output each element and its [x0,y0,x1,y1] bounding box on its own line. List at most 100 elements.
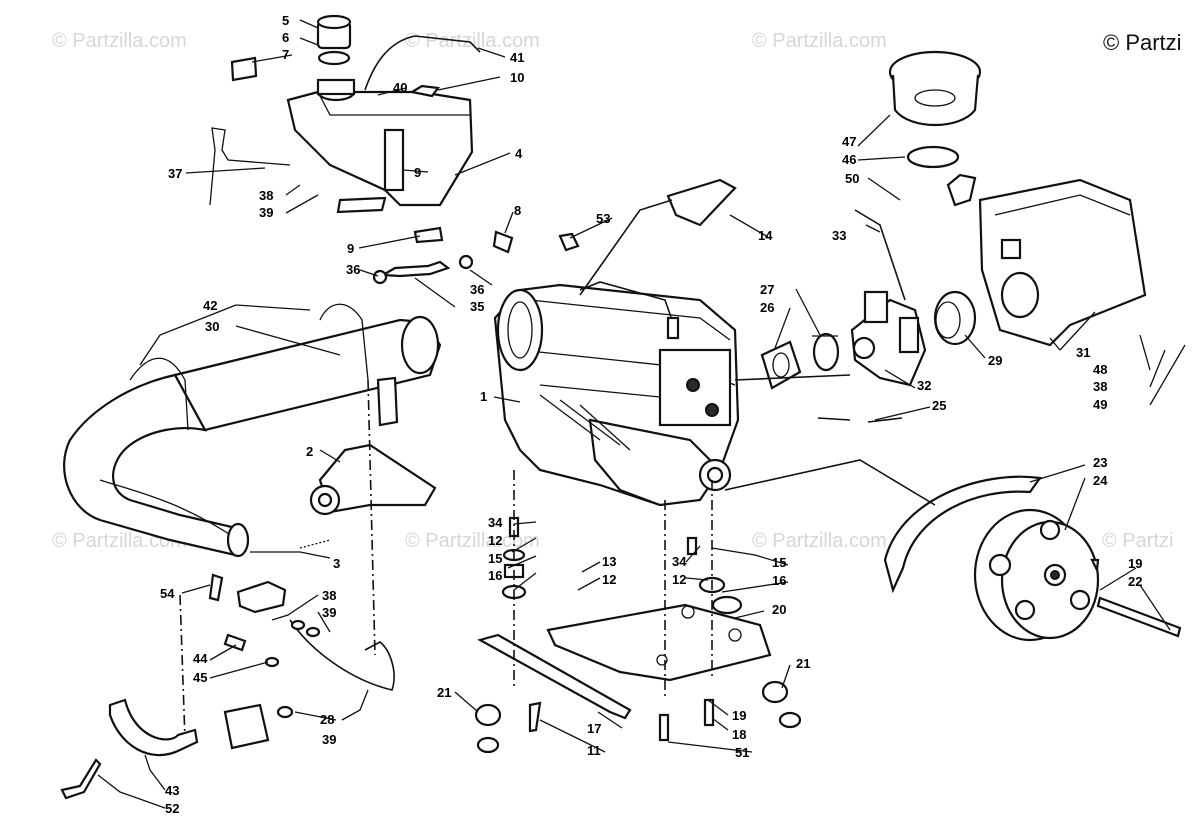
muffler-mount-bracket [108,698,199,757]
carb-link-line [734,374,851,381]
air-bleed-tube [666,178,737,227]
muffler-cable [179,594,186,741]
callout-number: 12 [488,533,502,548]
bolt [60,758,102,800]
bolt [208,573,224,602]
callout-number: 12 [672,572,686,587]
air-filter-top [888,50,982,127]
callout-number: 33 [832,228,846,243]
filter-gasket [906,145,960,169]
hose-clip [408,84,441,98]
callout-number: 36 [470,282,484,297]
airbox-boot [933,290,977,346]
callout-number: 48 [1093,362,1107,377]
watermark: © Partzilla.com [752,530,887,552]
vent-hose [364,35,481,91]
callout-number: 41 [510,50,524,65]
callout-number: 16 [772,573,786,588]
callout-number: 24 [1093,473,1108,488]
tank-decal [230,56,258,82]
washer [305,626,321,638]
exhaust-pipe [63,373,250,558]
callout-number: 34 [672,554,687,569]
callout-number: 35 [470,299,484,314]
watermark: © Partzilla.com [405,30,540,52]
callout-number: 54 [160,586,175,601]
watermark: © Partzilla.com [52,30,187,52]
callout-number: 20 [772,602,786,617]
callout-number: 12 [602,572,616,587]
drive-belt [883,475,1042,594]
bolt [1090,558,1100,574]
callout-number: 39 [322,605,336,620]
rubber-mount [474,703,502,754]
callout-number: 19 [732,708,746,723]
callout-number: 14 [758,228,773,243]
callout-number: 18 [732,727,746,742]
callout-labels: 1 2 3 4 5 6 7 8 9 9 10 11 12 12 12 13 14… [160,13,1142,816]
callout-number: 50 [845,171,859,186]
callout-number: 9 [347,241,354,256]
exhaust-strap [289,619,395,691]
callout-number: 26 [760,300,774,315]
callout-number: 36 [346,262,360,277]
fuel-tube [817,417,903,423]
rubber-mount [761,680,802,729]
muffler-hanger-spring [319,303,369,381]
callout-number: 3 [333,556,340,571]
hose-clip [558,232,580,252]
callout-number: 21 [796,656,810,671]
callout-number: 46 [842,152,856,167]
engine-mount-plate [546,603,772,682]
callout-number: 30 [205,319,219,334]
callout-number: 5 [282,13,289,28]
callout-number: 8 [514,203,521,218]
tank-support-rod [209,127,291,206]
callout-number: 2 [306,444,313,459]
muffler-hanger-spring [129,357,189,431]
engine-block [493,281,740,507]
drive-clutch [973,508,1100,642]
callout-number: 11 [587,743,601,758]
fuel-cap [316,14,352,66]
muffler-cable [367,379,376,656]
callout-number: 32 [917,378,931,393]
bolt [703,698,715,727]
callout-number: 6 [282,30,289,45]
callout-number: 15 [488,551,502,566]
mounts-right [686,536,743,615]
callout-number: 27 [760,282,774,297]
callout-number: 7 [282,47,289,62]
callout-number: 34 [488,515,503,530]
intake-flange [760,340,802,390]
callout-number: 43 [165,783,179,798]
exhaust-spring [299,539,331,549]
callout-number: 31 [1076,345,1090,360]
carburetor [850,290,927,387]
exhaust-manifold [309,443,437,516]
watermark: © Partzilla.com [752,30,887,52]
callout-number: 38 [322,588,336,603]
callout-number: 37 [168,166,182,181]
washer [276,705,294,719]
fuel-fitting [492,230,514,254]
intake-clamp [812,332,840,372]
callout-number: 53 [596,211,610,226]
leader-lines [97,19,1186,809]
watermark: © Partzi [1102,530,1174,552]
bolt [528,701,542,733]
callout-number: 47 [842,134,856,149]
grommet-clip [236,580,287,614]
callout-number: 29 [988,353,1002,368]
callout-number: 51 [735,745,749,760]
callout-number: 19 [1128,556,1142,571]
callout-number: 1 [480,389,487,404]
airbox [978,178,1147,347]
callout-number: 39 [259,205,273,220]
tank-strap [336,196,387,214]
callout-number: 38 [259,188,273,203]
mount-rail [477,633,632,720]
callout-number: 28 [320,712,334,727]
muffler-bracket-plate [223,703,270,750]
